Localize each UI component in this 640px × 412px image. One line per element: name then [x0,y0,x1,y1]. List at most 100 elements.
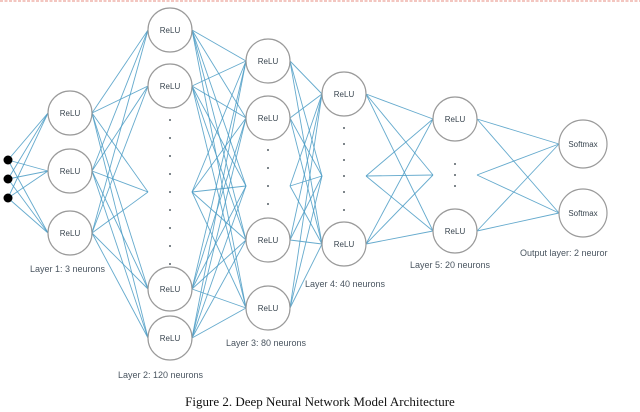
edge-l5-2-l6-1 [476,174,560,214]
neuron-circle [321,221,367,267]
edge-l2-1-l3-3 [191,85,247,309]
ellipsis-dot [267,185,269,187]
layer5-node: ReLU [432,208,478,254]
edge-l1-0-l2-3 [91,112,149,339]
ellipsis-dot [454,185,456,187]
layer2-node: ReLU [147,266,193,312]
layer-label-output: Output layer: 2 neuror [520,248,608,258]
ellipsis-dot [169,263,171,265]
edge-l1-2-l2-4 [91,191,149,234]
edge-l4-0-l5-1 [365,93,434,232]
layer1-node: ReLU [47,148,93,194]
edge-l4-1-l5-2 [365,174,434,245]
edge-l1-1-l2-2 [91,170,149,290]
edge-l1-0-l2-0 [91,29,149,114]
edge-input-1-l1-1 [7,170,49,180]
edge-l3-3-l4-2 [289,175,323,309]
layer-label-layer5: Layer 5: 20 neurons [410,260,491,270]
edge-l2-3-l3-4 [191,185,247,339]
ellipsis-dot [169,227,171,229]
neuron-activation-label: ReLU [258,236,279,245]
neuron-circle [147,315,193,361]
edge-l4-1-l5-1 [365,230,434,245]
ellipsis-dot [343,209,345,211]
ellipsis-dot [267,167,269,169]
ellipsis-dot [267,203,269,205]
layer3-node: ReLU [245,217,291,263]
edge-l4-1-l5-0 [365,118,434,245]
neuron-circle [147,63,193,109]
edge-l2-2-l3-4 [191,185,247,290]
figure-caption: Figure 2. Deep Neural Network Model Arch… [185,394,455,409]
input-node [3,174,13,184]
edge-l2-2-l3-0 [191,60,247,290]
neuron-activation-label: ReLU [160,26,181,35]
output-node: Softmax [558,188,608,238]
edge-l3-1-l4-0 [289,93,323,119]
ellipsis-dot [454,174,456,176]
layer-label-layer1: Layer 1: 3 neurons [30,264,106,274]
neuron-activation-label: ReLU [334,240,355,249]
neuron-circle [245,95,291,141]
edge-l2-0-l3-1 [191,29,247,119]
edge-l3-3-l4-1 [289,243,323,309]
ellipsis-dot [343,143,345,145]
ellipsis-dot [169,191,171,193]
edge-l2-3-l3-1 [191,117,247,339]
neuron-activation-label: Softmax [568,140,597,149]
edge-l4-2-l5-0 [365,118,434,177]
edge-input-2-l1-2 [7,197,49,234]
ellipsis-dot [454,163,456,165]
edge-l3-0-l4-0 [289,60,323,95]
layer2-node: ReLU [147,63,193,109]
inputs-group [3,155,13,203]
neuron-activation-label: ReLU [160,285,181,294]
edge-l2-4-l3-2 [191,191,247,241]
edge-l3-4-l4-1 [289,185,323,245]
neuron-activation-label: ReLU [258,304,279,313]
neuron-activation-label: ReLU [60,229,81,238]
edge-l4-2-l5-2 [365,174,434,177]
ellipsis-dot [343,127,345,129]
layer1-node: ReLU [47,90,93,136]
edge-l1-2-l2-2 [91,232,149,290]
edge-l2-3-l3-3 [191,307,247,339]
edge-input-1-l1-2 [7,178,49,234]
edge-l1-1-l2-3 [91,170,149,339]
edge-l2-3-l3-0 [191,60,247,339]
ellipsis-dot [169,137,171,139]
edge-l3-1-l4-2 [289,117,323,177]
edge-l2-0-l3-2 [191,29,247,241]
edge-l2-1-l3-4 [191,85,247,187]
edge-l1-1-l2-1 [91,85,149,172]
layer-label-layer2: Layer 2: 120 neurons [118,370,204,380]
edge-l3-4-l4-0 [289,93,323,187]
edge-l3-2-l4-2 [289,175,323,241]
neuron-circle [321,71,367,117]
neuron-circle [147,7,193,53]
ellipsis-dot [169,155,171,157]
edge-l1-0-l2-4 [91,112,149,193]
edge-l5-0-l6-1 [476,118,560,214]
neuron-circle [432,208,478,254]
ellipsis-dot [169,209,171,211]
edge-l2-4-l3-3 [191,191,247,309]
edge-input-0-l1-2 [7,159,49,234]
neuron-circle [47,210,93,256]
neuron-circle [47,148,93,194]
neuron-circle [558,188,608,238]
edge-l1-2-l2-3 [91,232,149,339]
ellipsis-dot [343,175,345,177]
edge-input-1-l1-0 [7,112,49,180]
edge-l2-2-l3-1 [191,117,247,290]
neuron-activation-label: ReLU [334,90,355,99]
ellipsis-dot [267,149,269,151]
neuron-circle [245,217,291,263]
ellipsis-dot [169,245,171,247]
neuron-activation-label: ReLU [445,227,466,236]
edge-l3-3-l4-0 [289,93,323,309]
ellipsis-dot [343,159,345,161]
edge-l2-2-l3-2 [191,239,247,290]
ellipsis-dot [343,191,345,193]
